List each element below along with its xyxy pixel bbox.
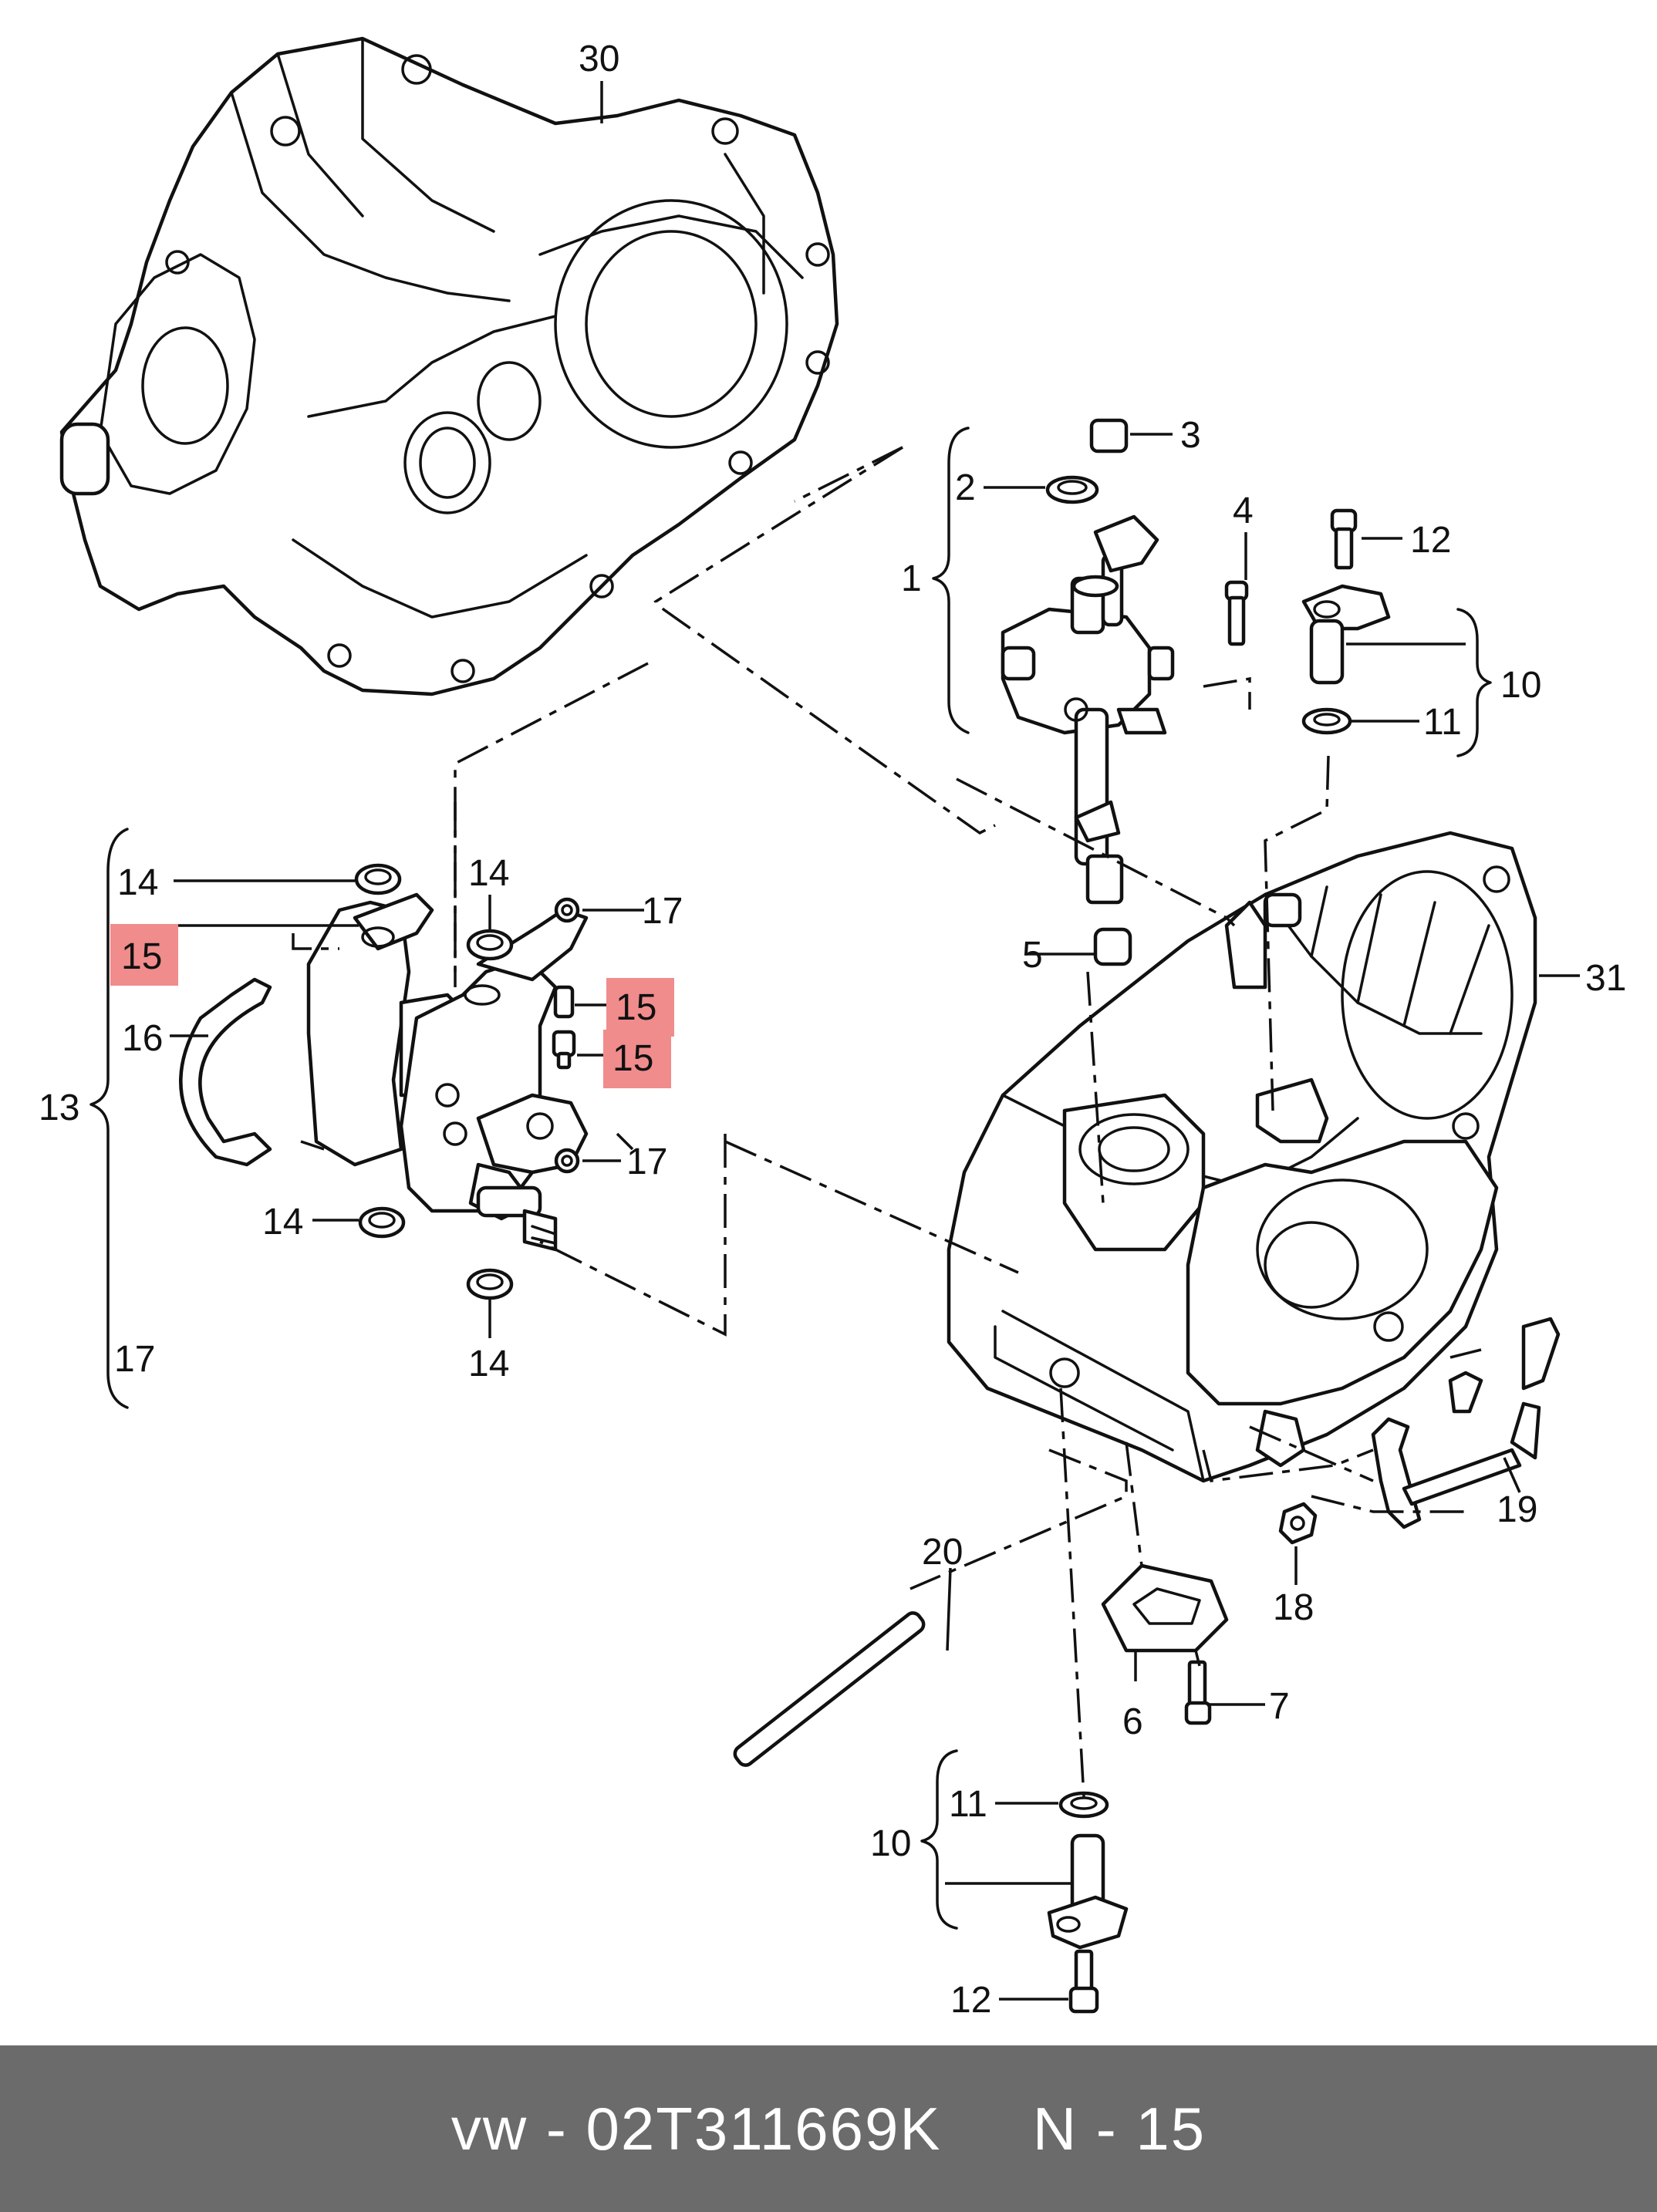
callout-15-lower: 15	[613, 1038, 653, 1079]
callout-10-bottom: 10	[870, 1823, 911, 1864]
callout-15-left: 15	[121, 936, 162, 977]
callout-20: 20	[922, 1532, 963, 1573]
washer-part-14-bottom-mid	[466, 1268, 514, 1300]
gear-selector-part-1	[1001, 514, 1175, 905]
callout-14-top-left: 14	[117, 862, 158, 903]
callout-11-bottom: 11	[949, 1784, 987, 1825]
callout-19: 19	[1497, 1489, 1537, 1530]
exploded-parts-diagram: 30 3 2 4 12 1 10 11 5 31 14 14 17 15 15 …	[39, 36, 1626, 2021]
callout-2: 2	[955, 467, 976, 508]
o-ring-part-11-top	[1301, 707, 1352, 735]
clip-part-16	[179, 977, 272, 1167]
highlight-box-15-left	[110, 924, 178, 986]
o-ring-part-11-bottom	[1058, 1791, 1109, 1819]
lock-washer-part-17-top	[554, 897, 580, 923]
highlight-box-15-upper	[606, 978, 674, 1037]
callout-13: 13	[39, 1087, 79, 1128]
callout-17-bottom: 17	[114, 1339, 155, 1380]
nut-part-18	[1278, 1502, 1318, 1545]
callout-18: 18	[1273, 1587, 1314, 1628]
pin-part-15-upper	[553, 985, 575, 1019]
gearbox-housing-part-31	[947, 831, 1537, 1483]
lock-washer-part-17-mid	[554, 1148, 580, 1174]
bolt-part-12-bottom	[1068, 1949, 1099, 2014]
callout-6: 6	[1122, 1701, 1143, 1742]
seal-ring-part-2	[1045, 475, 1099, 504]
guide-sleeve-part-10-bottom	[1047, 1833, 1129, 1950]
callout-16: 16	[122, 1018, 163, 1059]
callout-labels: 30 3 2 4 12 1 10 11 5 31 14 14 17 15 15 …	[39, 39, 1626, 2021]
callout-17-top: 17	[642, 891, 683, 932]
washer-part-14-top-left	[354, 863, 402, 895]
washer-part-14-top-mid	[466, 929, 514, 961]
callout-12-bottom: 12	[950, 1980, 991, 2021]
leader-lines	[139, 81, 1580, 2001]
guide-sleeve-part-10-top	[1301, 584, 1391, 685]
callout-14-top-mid: 14	[468, 853, 509, 894]
cover-plate-part-6	[1101, 1563, 1229, 1653]
callout-7: 7	[1269, 1686, 1290, 1727]
callout-15-upper: 15	[616, 987, 656, 1028]
part-number-footer: vw - 02T311669K N - 15	[0, 2045, 1657, 2212]
shift-assembly-part-13	[306, 892, 589, 1252]
callout-30: 30	[579, 39, 619, 79]
bolt-part-4	[1224, 580, 1249, 646]
callout-4: 4	[1233, 491, 1254, 531]
callout-10-top: 10	[1500, 665, 1541, 706]
gearbox-housing-part-30	[59, 36, 839, 696]
highlight-box-15-lower	[603, 1030, 671, 1088]
shift-rod-part-19	[1371, 1317, 1561, 1529]
callout-1: 1	[901, 558, 922, 599]
bolt-part-12-top	[1330, 508, 1358, 570]
callout-5: 5	[1022, 935, 1043, 976]
callout-31: 31	[1585, 958, 1626, 999]
callout-17-mid: 17	[626, 1141, 667, 1182]
cap-part-3	[1089, 418, 1129, 454]
alignment-lines	[292, 446, 1482, 1798]
part-number-text: vw - 02T311669K N - 15	[451, 2094, 1206, 2163]
pin-part-15-lower	[552, 1030, 576, 1070]
group-braces	[89, 427, 1492, 1930]
cap-part-5	[1093, 927, 1132, 966]
bolt-part-7	[1184, 1660, 1212, 1725]
callout-14-bottom-left: 14	[262, 1202, 303, 1243]
callout-12-top: 12	[1410, 520, 1451, 561]
shaft-part-20	[733, 1611, 926, 1767]
callout-14-bottom-mid: 14	[468, 1344, 509, 1384]
callout-3: 3	[1180, 415, 1201, 456]
washer-part-14-bottom-left	[358, 1206, 406, 1239]
callout-11-top: 11	[1423, 702, 1462, 743]
